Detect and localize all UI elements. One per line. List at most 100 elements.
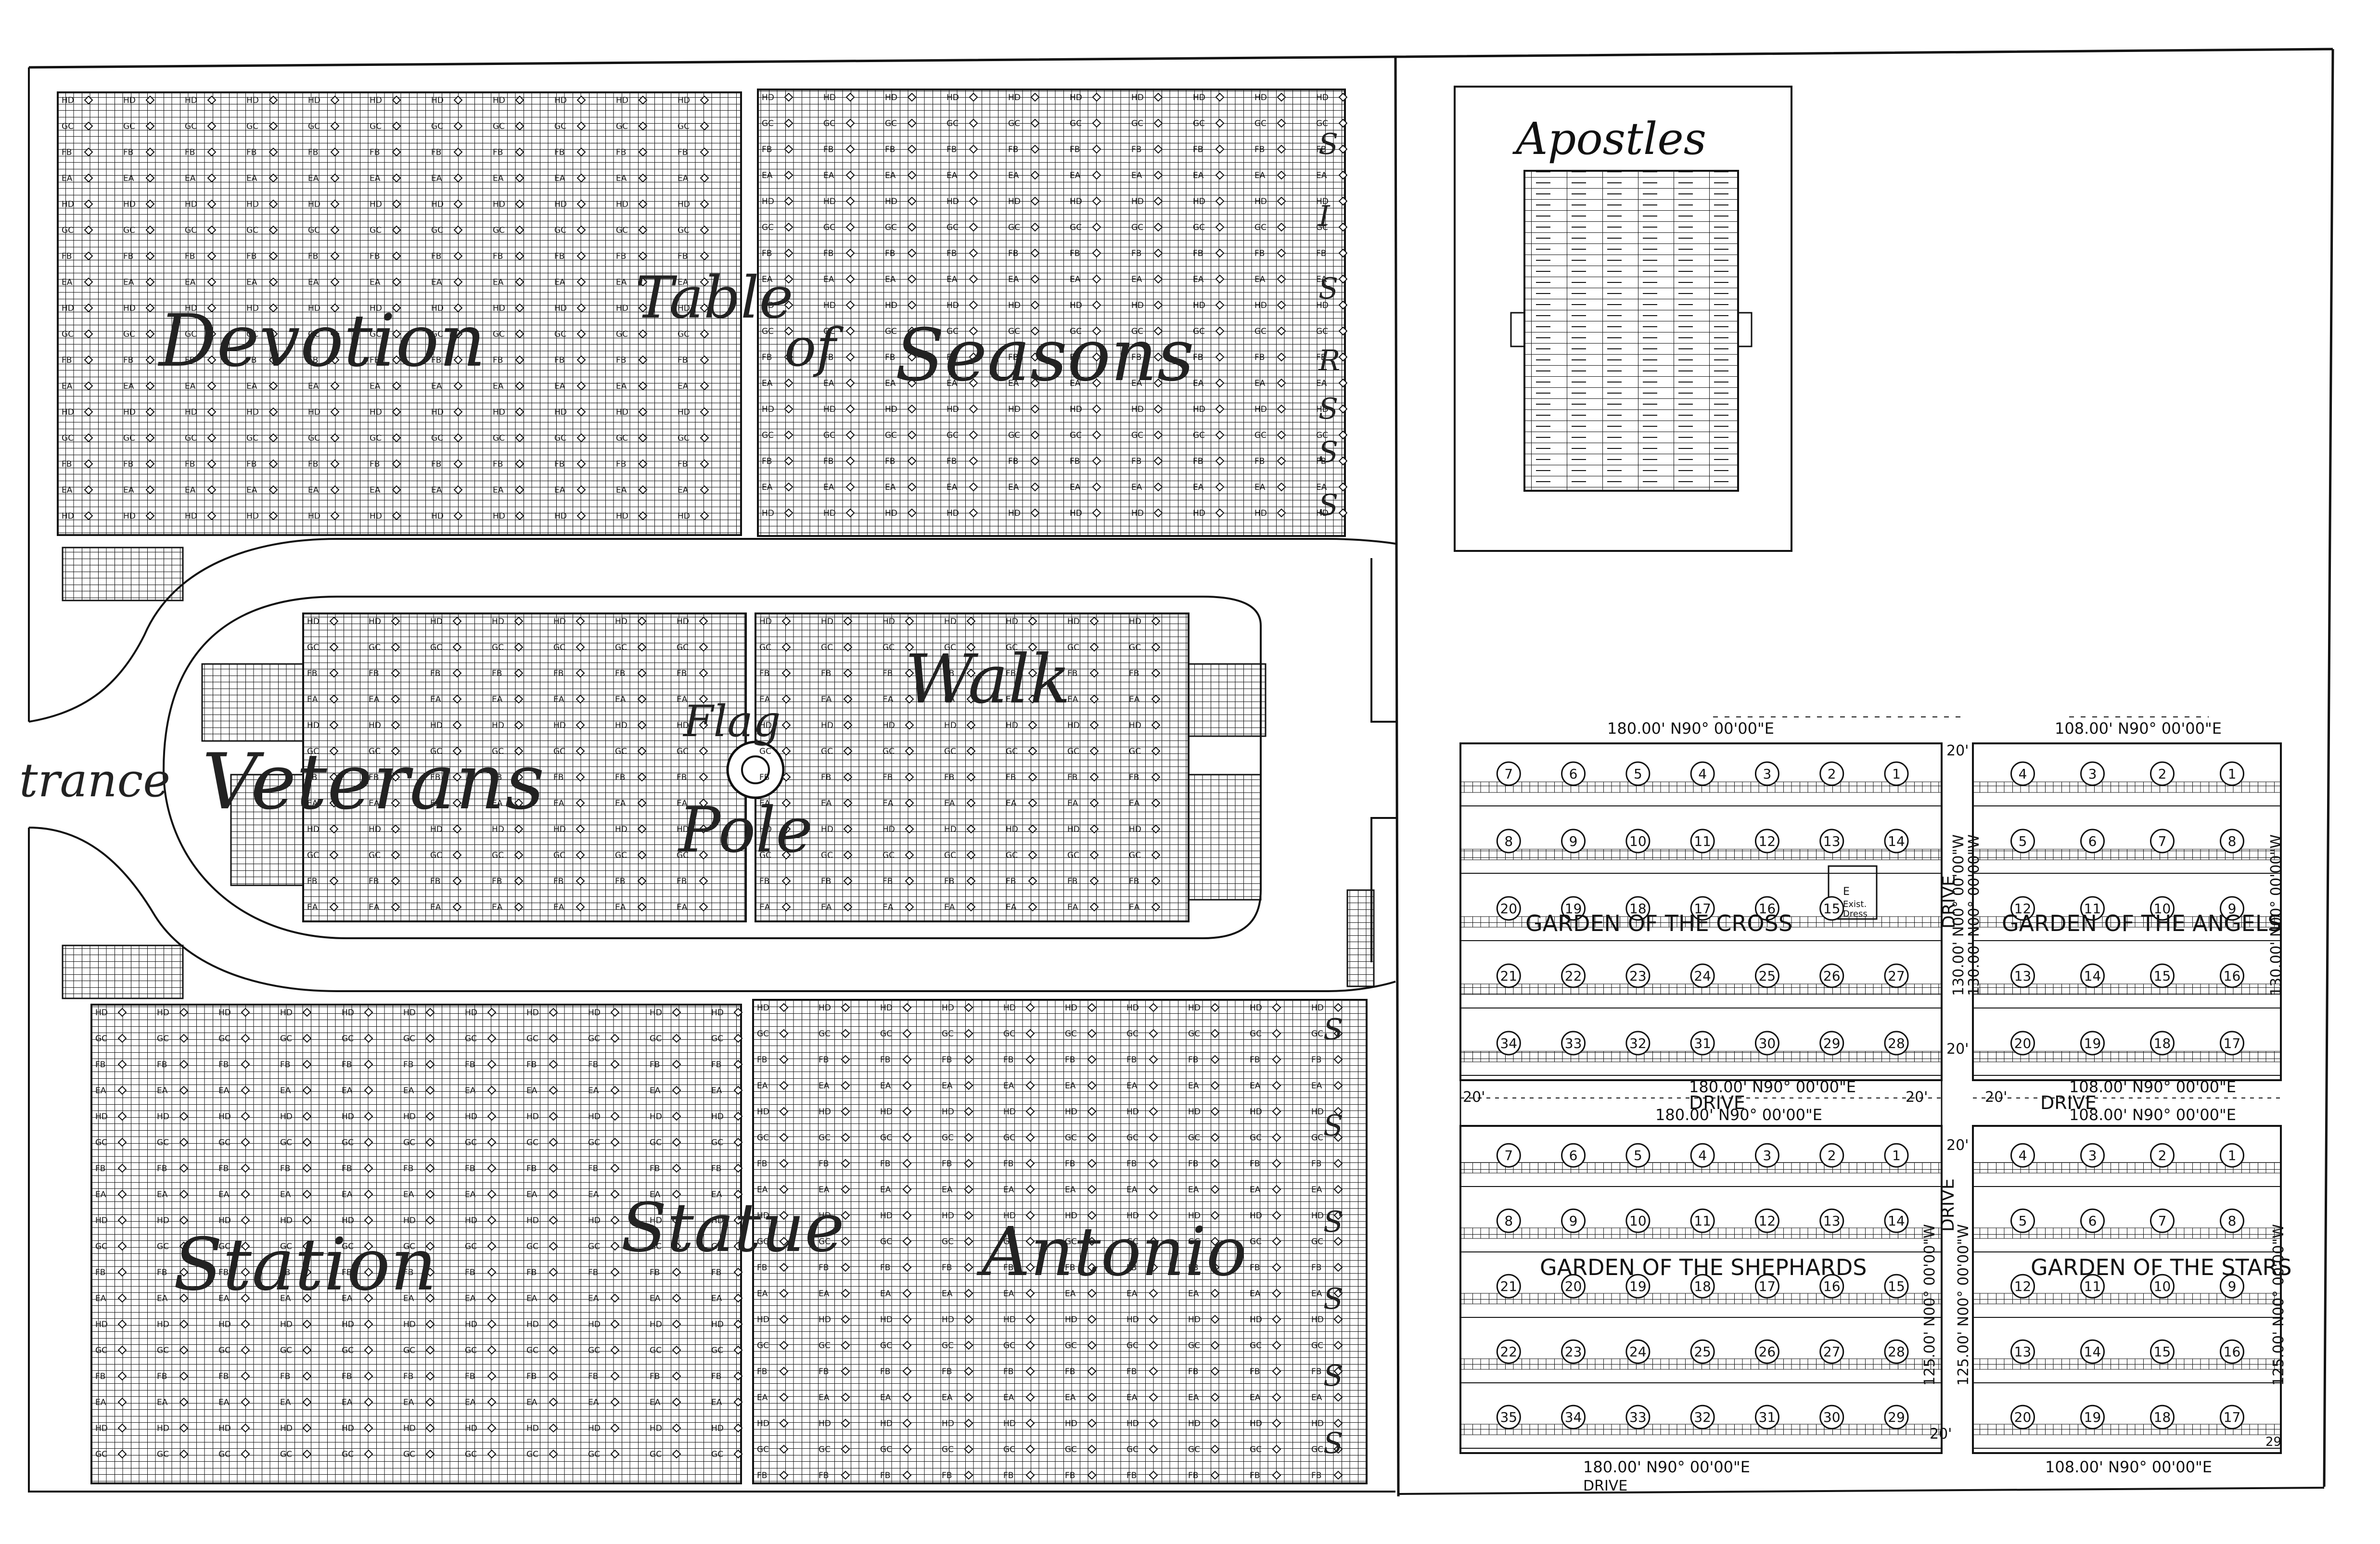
garden-plot-marker[interactable] <box>1754 829 1779 854</box>
garden-plot-marker[interactable] <box>1754 1143 1779 1168</box>
garden-plot-marker[interactable] <box>1496 1143 1521 1168</box>
garden-plot-marker[interactable] <box>1625 1208 1651 1233</box>
garden-plot-marker[interactable] <box>2080 963 2105 988</box>
garden-plot-marker[interactable] <box>1496 1339 1521 1364</box>
garden-plot-marker[interactable] <box>2080 1339 2105 1364</box>
garden-plot-marker[interactable] <box>1754 1339 1779 1364</box>
garden-plot-marker[interactable] <box>1884 1339 1909 1364</box>
garden-plot-marker[interactable] <box>2010 1208 2035 1233</box>
garden-plot-marker[interactable] <box>2220 963 2244 988</box>
garden-plot-marker[interactable] <box>1690 761 1715 786</box>
garden-plot-marker[interactable] <box>1690 1208 1715 1233</box>
garden-plot-marker[interactable] <box>1690 963 1715 988</box>
garden-plot-marker[interactable] <box>1819 1143 1844 1168</box>
garden-plot-marker[interactable] <box>1819 1339 1844 1364</box>
garden-plot-marker[interactable] <box>1561 1404 1586 1429</box>
garden-plot-marker[interactable] <box>1884 1208 1909 1233</box>
garden-plot-marker[interactable] <box>1496 829 1521 854</box>
garden-plot-marker[interactable] <box>1754 1274 1779 1299</box>
garden-plot-marker[interactable] <box>2220 1143 2244 1168</box>
garden-plot-marker[interactable] <box>2080 896 2105 921</box>
garden-plot-marker[interactable] <box>2010 761 2035 786</box>
garden-plot-marker[interactable] <box>1561 761 1586 786</box>
garden-plot-marker[interactable] <box>1884 829 1909 854</box>
garden-plot-marker[interactable] <box>2150 1404 2175 1429</box>
garden-plot-marker[interactable] <box>1561 1339 1586 1364</box>
garden-plot-marker[interactable] <box>2010 1143 2035 1168</box>
garden-plot-marker[interactable] <box>1496 1274 1521 1299</box>
garden-plot-marker[interactable] <box>2150 1208 2175 1233</box>
garden-plot-marker[interactable] <box>2010 963 2035 988</box>
garden-plot-marker[interactable] <box>2080 1404 2105 1429</box>
garden-plot-marker[interactable] <box>1496 963 1521 988</box>
garden-plot-marker[interactable] <box>1561 1031 1586 1056</box>
garden-plot-marker[interactable] <box>1625 1404 1651 1429</box>
garden-plot-marker[interactable] <box>1625 963 1651 988</box>
garden-plot-marker[interactable] <box>1561 896 1586 921</box>
garden-plot-marker[interactable] <box>2150 1143 2175 1168</box>
garden-plot-marker[interactable] <box>1625 1143 1651 1168</box>
garden-plot-marker[interactable] <box>2080 1143 2105 1168</box>
garden-plot-marker[interactable] <box>1690 1031 1715 1056</box>
garden-plot-marker[interactable] <box>2080 1208 2105 1233</box>
garden-plot-marker[interactable] <box>2080 1274 2105 1299</box>
garden-plot-marker[interactable] <box>1819 761 1844 786</box>
garden-plot-marker[interactable] <box>1561 829 1586 854</box>
garden-plot-marker[interactable] <box>1819 829 1844 854</box>
garden-plot-marker[interactable] <box>1754 963 1779 988</box>
garden-plot-marker[interactable] <box>2150 1339 2175 1364</box>
garden-plot-marker[interactable] <box>1884 1404 1909 1429</box>
garden-plot-marker[interactable] <box>1819 963 1844 988</box>
garden-plot-marker[interactable] <box>2010 1339 2035 1364</box>
garden-plot-marker[interactable] <box>2220 1208 2244 1233</box>
garden-plot-marker[interactable] <box>1561 1274 1586 1299</box>
garden-plot-marker[interactable] <box>2220 1274 2244 1299</box>
garden-plot-marker[interactable] <box>2010 1031 2035 1056</box>
garden-plot-marker[interactable] <box>2080 829 2105 854</box>
garden-plot-marker[interactable] <box>1561 963 1586 988</box>
garden-plot-marker[interactable] <box>1625 1031 1651 1056</box>
garden-plot-marker[interactable] <box>2220 761 2244 786</box>
garden-plot-marker[interactable] <box>1884 1274 1909 1299</box>
garden-plot-marker[interactable] <box>1496 1031 1521 1056</box>
garden-plot-marker[interactable] <box>1884 963 1909 988</box>
garden-plot-marker[interactable] <box>2150 1031 2175 1056</box>
garden-plot-marker[interactable] <box>2010 829 2035 854</box>
garden-plot-marker[interactable] <box>2220 1031 2244 1056</box>
garden-plot-marker[interactable] <box>2220 1339 2244 1364</box>
garden-plot-marker[interactable] <box>1690 829 1715 854</box>
garden-plot-marker[interactable] <box>1625 1339 1651 1364</box>
garden-plot-marker[interactable] <box>2150 761 2175 786</box>
garden-plot-marker[interactable] <box>1884 1031 1909 1056</box>
garden-plot-marker[interactable] <box>2080 761 2105 786</box>
garden-plot-marker[interactable] <box>2010 896 2035 921</box>
garden-plot-marker[interactable] <box>2150 963 2175 988</box>
garden-plot-marker[interactable] <box>2080 1031 2105 1056</box>
garden-plot-marker[interactable] <box>1496 761 1521 786</box>
garden-plot-marker[interactable] <box>2220 896 2244 921</box>
garden-plot-marker[interactable] <box>1819 1208 1844 1233</box>
garden-plot-marker[interactable] <box>1754 1404 1779 1429</box>
garden-plot-marker[interactable] <box>1496 896 1521 921</box>
garden-plot-marker[interactable] <box>1819 1274 1844 1299</box>
garden-plot-marker[interactable] <box>1754 1208 1779 1233</box>
garden-plot-marker[interactable] <box>1496 1208 1521 1233</box>
garden-plot-marker[interactable] <box>2220 1404 2244 1429</box>
garden-plot-marker[interactable] <box>1561 1143 1586 1168</box>
garden-plot-marker[interactable] <box>1690 1143 1715 1168</box>
garden-plot-marker[interactable] <box>1625 896 1651 921</box>
garden-plot-marker[interactable] <box>1625 1274 1651 1299</box>
garden-plot-marker[interactable] <box>2220 829 2244 854</box>
garden-plot-marker[interactable] <box>1625 761 1651 786</box>
garden-plot-marker[interactable] <box>2010 1274 2035 1299</box>
garden-plot-marker[interactable] <box>1690 1339 1715 1364</box>
garden-plot-marker[interactable] <box>1884 1143 1909 1168</box>
garden-plot-marker[interactable] <box>1754 761 1779 786</box>
garden-plot-marker[interactable] <box>1690 1404 1715 1429</box>
garden-plot-marker[interactable] <box>1625 829 1651 854</box>
garden-plot-marker[interactable] <box>1496 1404 1521 1429</box>
garden-plot-marker[interactable] <box>1754 1031 1779 1056</box>
garden-plot-marker[interactable] <box>1819 1404 1844 1429</box>
garden-plot-marker[interactable] <box>1819 896 1844 921</box>
garden-plot-marker[interactable] <box>2150 1274 2175 1299</box>
